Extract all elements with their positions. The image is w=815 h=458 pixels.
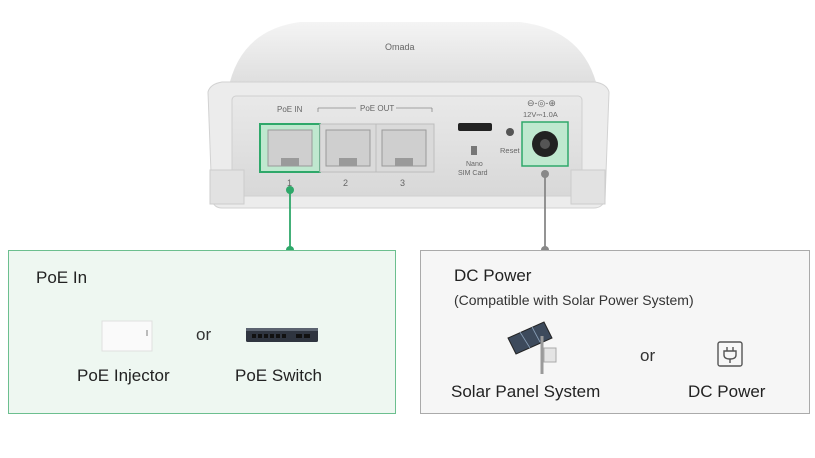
solar-panel-icon xyxy=(507,321,557,374)
sim-card-icon xyxy=(471,146,477,155)
poe-switch-label: PoE Switch xyxy=(235,366,322,385)
reset-label: Reset xyxy=(500,146,521,155)
poe-switch-icon xyxy=(246,328,318,342)
plug-icon xyxy=(717,341,743,367)
dc-rating: 12V⎓1.0A xyxy=(523,110,558,119)
port-3-latch xyxy=(395,158,413,166)
dc-power-label: DC Power xyxy=(688,382,766,401)
device-top-shell xyxy=(228,22,598,90)
sim-card-slot xyxy=(458,123,492,131)
poe-injector-label: PoE Injector xyxy=(77,366,170,385)
poe-or-text: or xyxy=(196,325,212,344)
port-number-1: 1 xyxy=(287,178,292,188)
sim-label-line2: SIM Card xyxy=(458,170,488,177)
dc-power-subtitle: (Compatible with Solar Power System) xyxy=(454,292,694,308)
port-number-2: 2 xyxy=(343,178,348,188)
port-2-latch xyxy=(339,158,357,166)
dc-or-text: or xyxy=(640,346,656,365)
poe-in-title: PoE In xyxy=(36,268,88,287)
poe-in-header: PoE IN xyxy=(277,105,303,114)
dc-power-title: DC Power xyxy=(454,266,532,285)
port-number-3: 3 xyxy=(400,178,405,188)
device-right-foot xyxy=(570,169,606,205)
solar-panel-label: Solar Panel System xyxy=(451,382,601,401)
dc-jack-inner xyxy=(540,139,550,149)
device-illustration: Omada PoE IN PoE OUT 1 2 3 Nano SIM Card… xyxy=(207,22,610,254)
poe-injector-icon xyxy=(101,320,153,352)
dc-connector-dot-top xyxy=(541,170,549,178)
dc-polarity-symbol: ⊖-◎-⊕ xyxy=(527,98,556,108)
port-1-latch xyxy=(281,158,299,166)
reset-button xyxy=(506,128,514,136)
sim-label-line1: Nano xyxy=(466,161,483,168)
poe-connector-dot-top xyxy=(286,186,294,194)
dc-power-panel xyxy=(420,250,810,414)
poe-out-header: PoE OUT xyxy=(360,104,394,113)
poe-in-panel xyxy=(8,250,396,414)
device-left-foot xyxy=(209,169,245,205)
device-brand: Omada xyxy=(385,42,415,52)
